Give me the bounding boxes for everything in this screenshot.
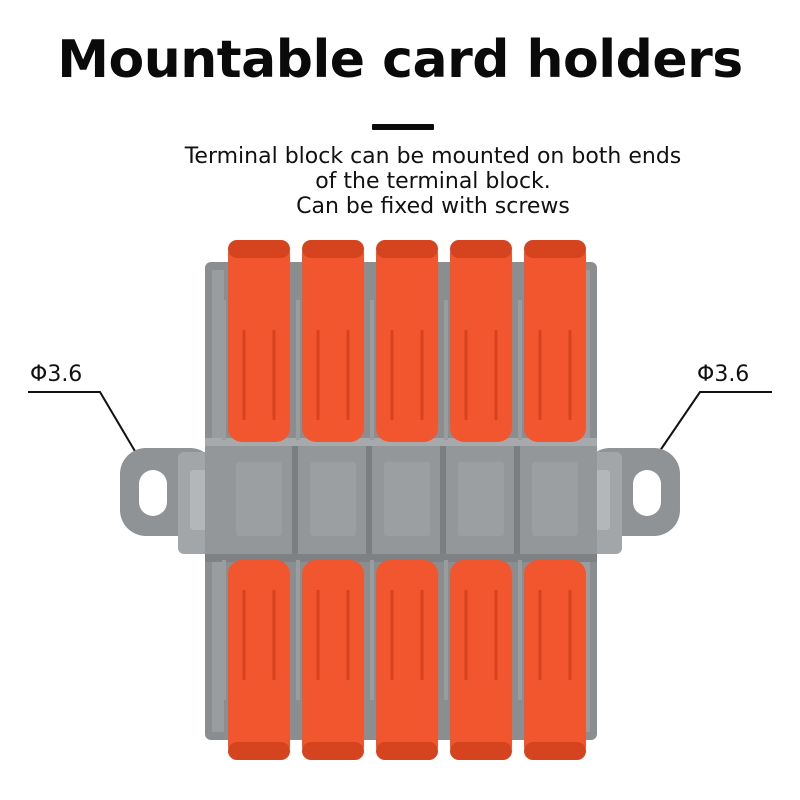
description-line-1: Terminal block can be mounted on both en… bbox=[184, 144, 682, 169]
lever-top-edge bbox=[228, 240, 290, 258]
rail-divider bbox=[514, 446, 520, 554]
lever-top-side bbox=[222, 300, 226, 440]
lever-top bbox=[228, 240, 290, 442]
lever-top-side bbox=[296, 300, 300, 440]
lever-top bbox=[376, 240, 438, 442]
lever-top-edge bbox=[376, 240, 438, 258]
lever-top-side bbox=[444, 300, 448, 440]
lever-bottom-edge bbox=[228, 742, 290, 760]
lever-bottom-edge bbox=[376, 742, 438, 760]
lever-top bbox=[524, 240, 586, 442]
title-underline bbox=[372, 124, 434, 130]
lever-bottom-groove bbox=[316, 590, 350, 680]
lever-top-groove bbox=[538, 330, 572, 420]
lever-bottom bbox=[450, 560, 512, 760]
lever-bottom-side bbox=[370, 560, 374, 700]
rail-divider bbox=[366, 446, 372, 554]
lever-bottom-groove bbox=[390, 590, 424, 680]
hole-diameter-label-right: Φ3.6 bbox=[697, 362, 750, 387]
lever-top-groove bbox=[242, 330, 276, 420]
lever-bottom-edge bbox=[524, 742, 586, 760]
rail-cell bbox=[458, 462, 504, 536]
rail-cell bbox=[384, 462, 430, 536]
lever-top-edge bbox=[450, 240, 512, 258]
lever-top-groove bbox=[316, 330, 350, 420]
rail-divider bbox=[292, 446, 298, 554]
rail-cell bbox=[310, 462, 356, 536]
lever-bottom-edge bbox=[302, 742, 364, 760]
lever-bottom-groove bbox=[464, 590, 498, 680]
rail-cell bbox=[236, 462, 282, 536]
rail-cell bbox=[532, 462, 578, 536]
lever-top-groove bbox=[464, 330, 498, 420]
lever-bottom-side bbox=[222, 560, 226, 700]
lever-top-side bbox=[518, 300, 522, 440]
hole-diameter-label-left: Φ3.6 bbox=[30, 362, 83, 387]
lever-bottom-edge bbox=[450, 742, 512, 760]
lever-top-groove bbox=[390, 330, 424, 420]
lever-bottom-side bbox=[444, 560, 448, 700]
rail-divider bbox=[440, 446, 446, 554]
lever-bottom bbox=[228, 560, 290, 760]
lever-bottom bbox=[376, 560, 438, 760]
description: Terminal block can be mounted on both en… bbox=[0, 144, 800, 219]
lever-top-side bbox=[370, 300, 374, 440]
lever-top bbox=[302, 240, 364, 442]
lever-bottom-side bbox=[296, 560, 300, 700]
lever-row bbox=[222, 240, 586, 760]
lever-bottom-side bbox=[518, 560, 522, 700]
lever-bottom-groove bbox=[242, 590, 276, 680]
lever-top bbox=[450, 240, 512, 442]
lever-top-edge bbox=[302, 240, 364, 258]
lever-bottom bbox=[524, 560, 586, 760]
lever-top-edge bbox=[524, 240, 586, 258]
description-line-3: Can be fixed with screws bbox=[296, 194, 570, 219]
lever-bottom bbox=[302, 560, 364, 760]
lever-bottom-groove bbox=[538, 590, 572, 680]
description-line-2: of the terminal block. bbox=[315, 169, 551, 194]
page-title: Mountable card holders bbox=[57, 30, 743, 90]
